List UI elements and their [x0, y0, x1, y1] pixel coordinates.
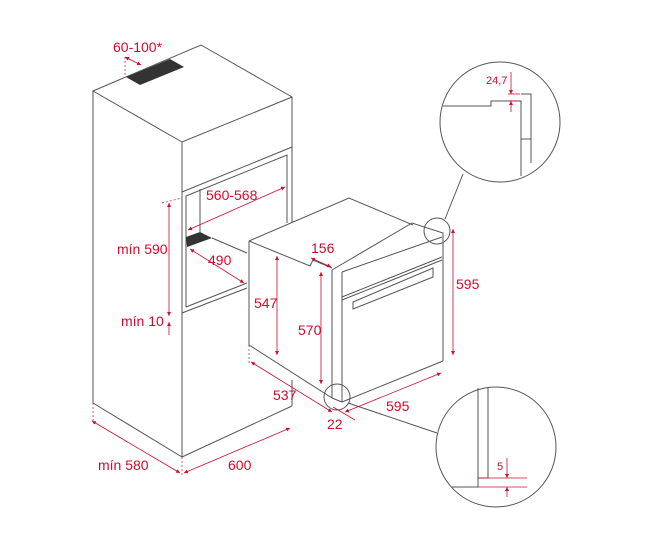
dim-oven-inner-height: 570: [298, 322, 322, 338]
dim-niche-height: mín 590: [117, 241, 168, 257]
dim-vent-gap: 60-100*: [113, 39, 163, 55]
dim-oven-front-height: 595: [456, 276, 480, 292]
dim-niche-width: 560-568: [206, 187, 258, 203]
dim-niche-depth: 490: [208, 252, 232, 268]
niche-vent: [186, 232, 212, 247]
dim-oven-front-width: 595: [386, 398, 410, 414]
dim-cabinet-width: 600: [228, 457, 252, 473]
dim-detail-top: 24,7: [486, 75, 507, 87]
oven-handle: [352, 267, 434, 310]
dim-detail-bottom: 5: [497, 461, 503, 473]
dim-bottom-gap: mín 10: [121, 313, 164, 329]
detail-bottom: [435, 386, 557, 508]
vent-opening: [126, 59, 184, 85]
dim-oven-top-step: 156: [311, 240, 335, 256]
dim-cabinet-depth: mín 580: [98, 457, 149, 473]
oven: [248, 197, 444, 403]
dim-front-offset: 22: [327, 416, 343, 432]
dim-oven-depth: 537: [273, 387, 297, 403]
detail-top: [439, 61, 561, 183]
dim-oven-body-height: 547: [254, 295, 278, 311]
dimension-lines: [91, 56, 455, 475]
